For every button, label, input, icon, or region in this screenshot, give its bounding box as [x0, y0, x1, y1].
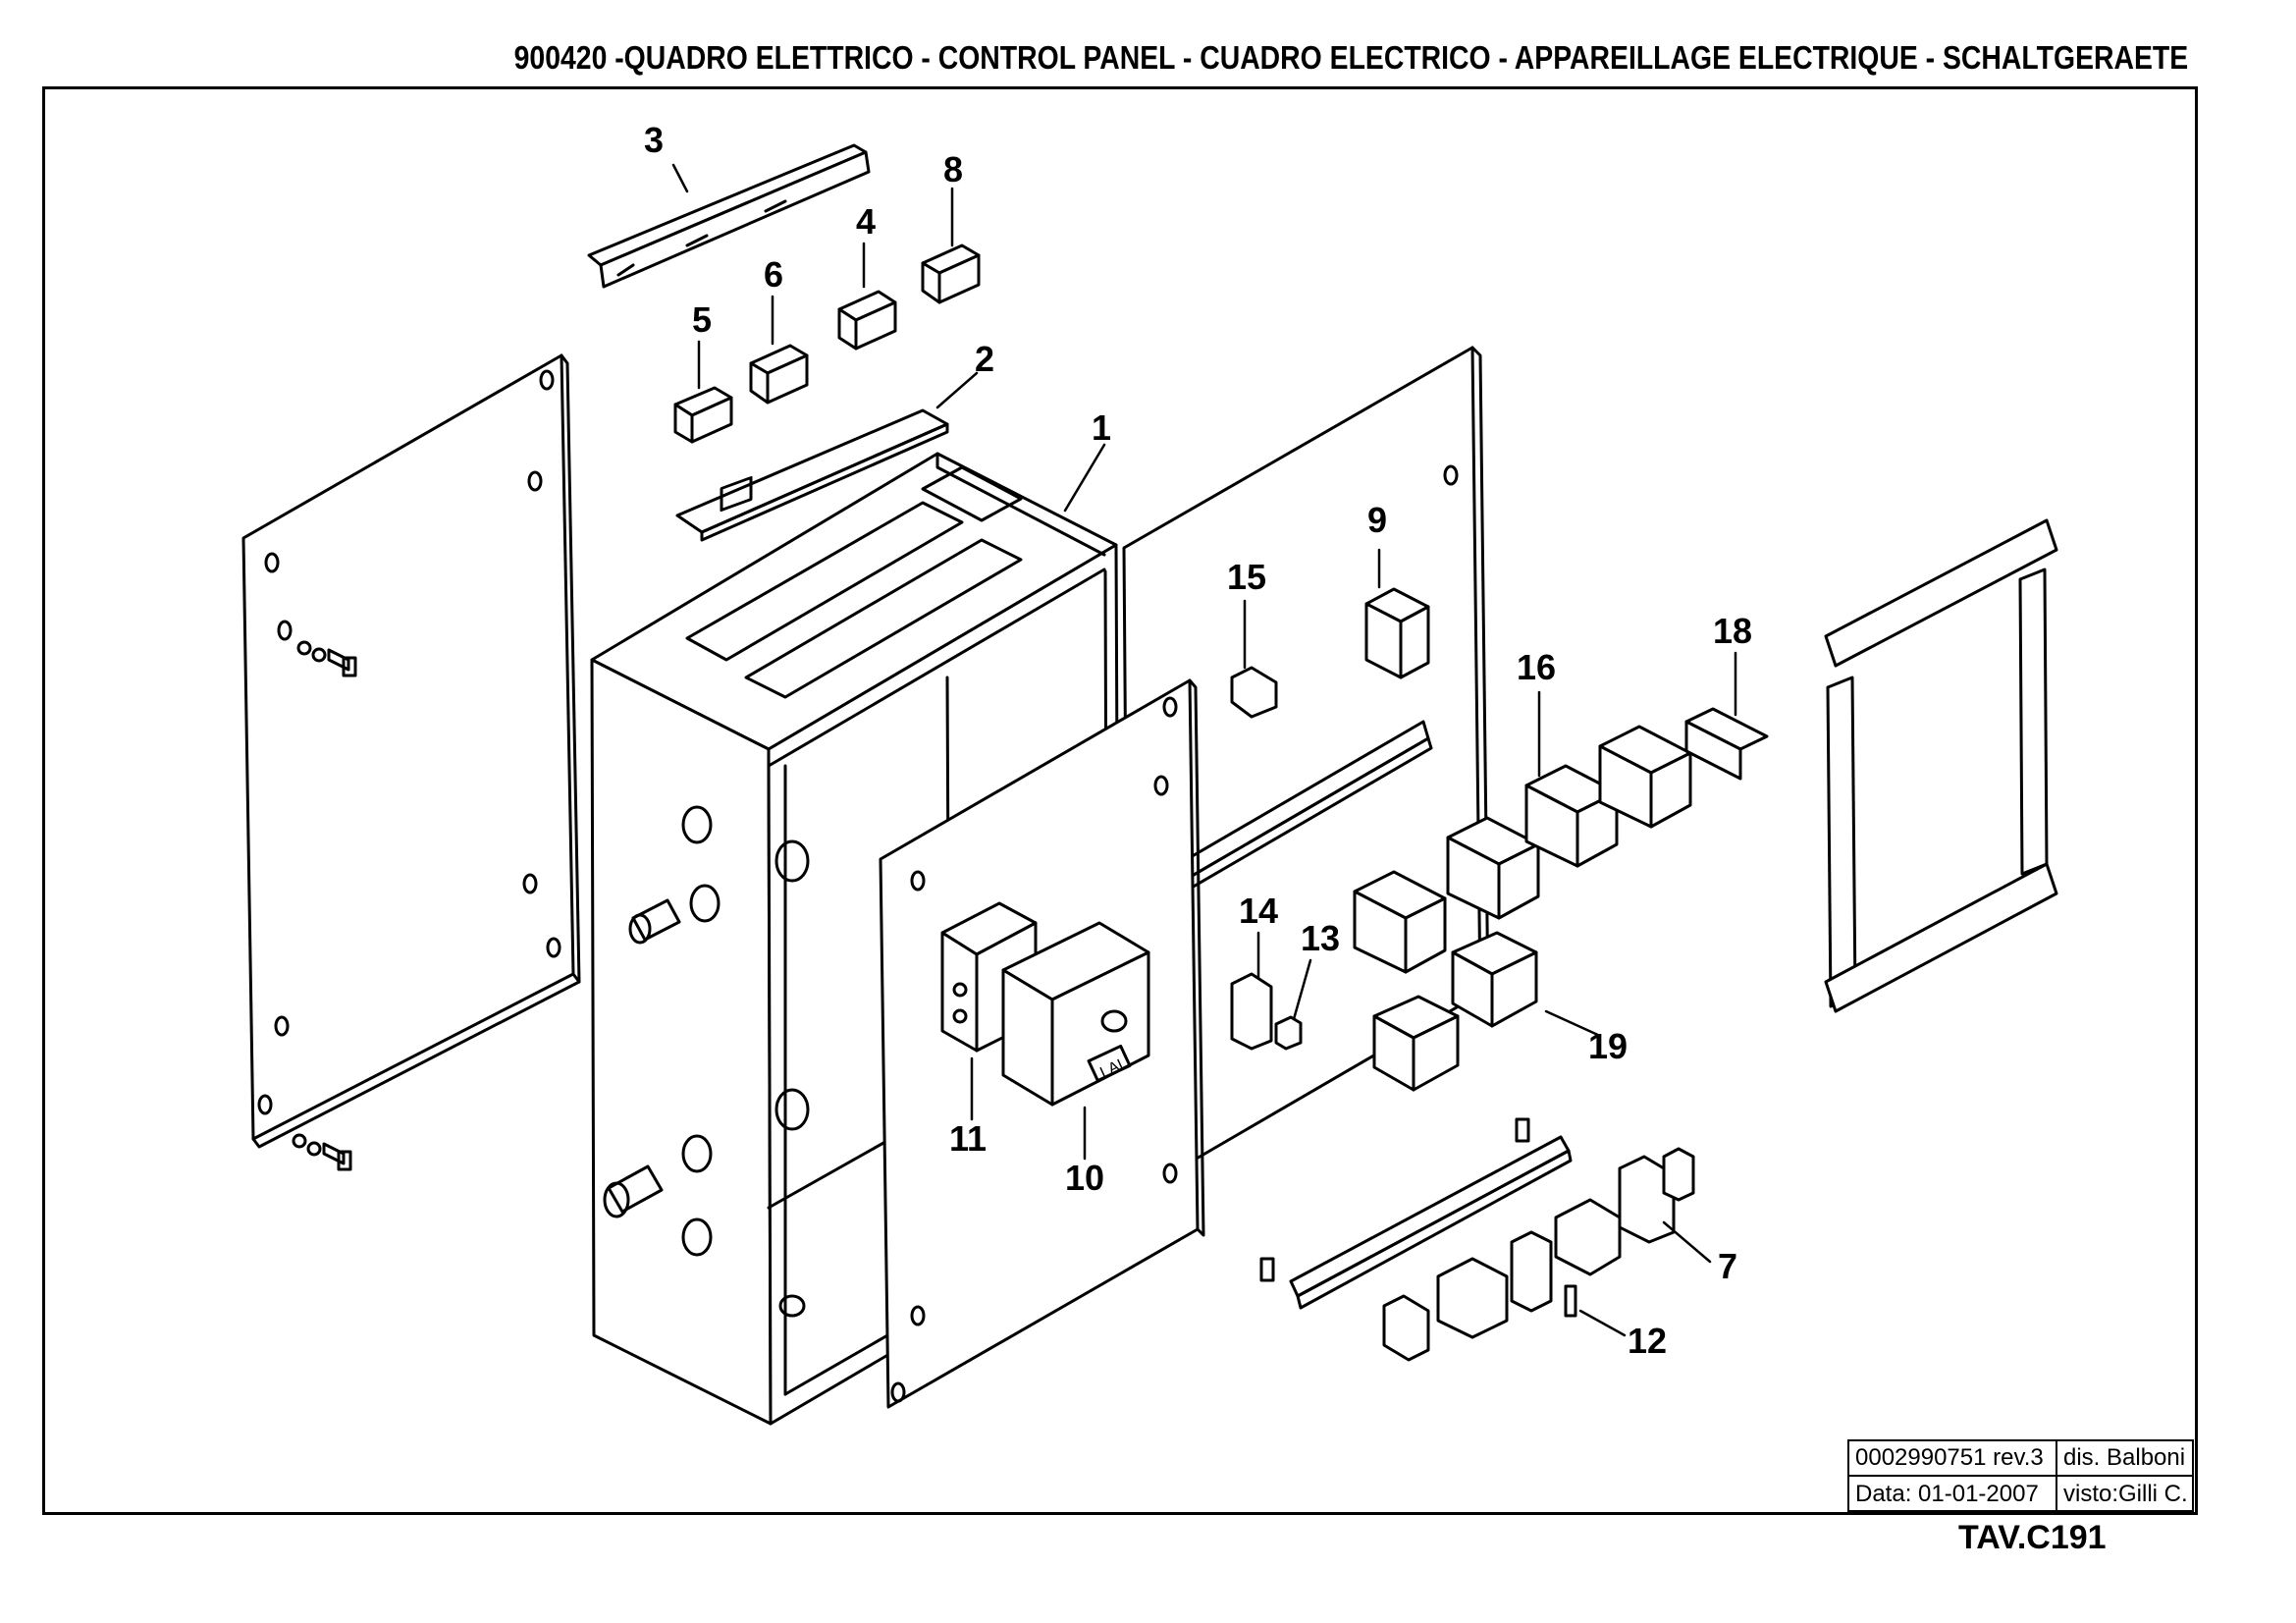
contactor-group — [1353, 725, 1692, 974]
callout-9: 9 — [1367, 500, 1387, 540]
lal-label-box — [1087, 1044, 1132, 1083]
overload-relays — [1372, 931, 1538, 1092]
switch-bezel-plate — [675, 408, 949, 542]
flame-control-unit — [1001, 921, 1150, 1107]
rocker-switch-8 — [921, 243, 981, 304]
drawing-frame — [42, 86, 2198, 1515]
terminal-holder — [1230, 972, 1273, 1051]
checked-by: visto:Gilli C. — [2063, 1481, 2188, 1507]
drawing-title: 900420 -QUADRO ELETTRICO - CONTROL PANEL… — [513, 39, 2188, 76]
callout-3: 3 — [644, 120, 664, 160]
left-door-panel — [241, 353, 581, 1171]
circuit-breaker — [1364, 587, 1430, 679]
din-rail-lower — [1289, 1135, 1573, 1310]
callout-19: 19 — [1588, 1026, 1628, 1066]
rocker-switch-5 — [673, 386, 733, 444]
cover-plate-18 — [1684, 707, 1769, 781]
callout-15: 15 — [1227, 557, 1266, 597]
fuse-holder — [1274, 1015, 1303, 1051]
callout-8: 8 — [943, 149, 963, 189]
drawing-number: 0002990751 rev.3 — [1849, 1441, 2057, 1477]
cover-strip — [587, 143, 871, 289]
callout-18: 18 — [1713, 611, 1752, 651]
callout-6: 6 — [764, 254, 783, 295]
callout-16: 16 — [1517, 647, 1556, 687]
cable-duct-frame — [1824, 518, 2058, 1013]
callout-11: 11 — [949, 1118, 987, 1159]
terminal-blocks — [1382, 1147, 1695, 1362]
rocker-switch-6 — [749, 344, 809, 405]
end-stop-bracket — [1230, 666, 1278, 719]
callout-4: 4 — [856, 201, 876, 242]
rocker-switch-4 — [837, 290, 897, 351]
drawn-by: dis. Balboni — [2057, 1441, 2194, 1477]
title-block: 0002990751 rev.3 dis. Balboni Data: 01-0… — [1847, 1439, 2194, 1512]
leader-lines — [671, 163, 1737, 1337]
callout-1: 1 — [1092, 407, 1111, 448]
callout-10: 10 — [1065, 1158, 1104, 1198]
callout-12: 12 — [1628, 1321, 1667, 1361]
callout-2: 2 — [975, 339, 994, 379]
callout-7: 7 — [1718, 1246, 1737, 1286]
drawing-date: Data: 01-01-2007 — [1849, 1477, 2057, 1512]
sheet-number: TAV.C191 — [1958, 1519, 2107, 1556]
callout-13: 13 — [1301, 918, 1340, 958]
callout-5: 5 — [692, 299, 712, 340]
callout-14: 14 — [1239, 891, 1278, 931]
